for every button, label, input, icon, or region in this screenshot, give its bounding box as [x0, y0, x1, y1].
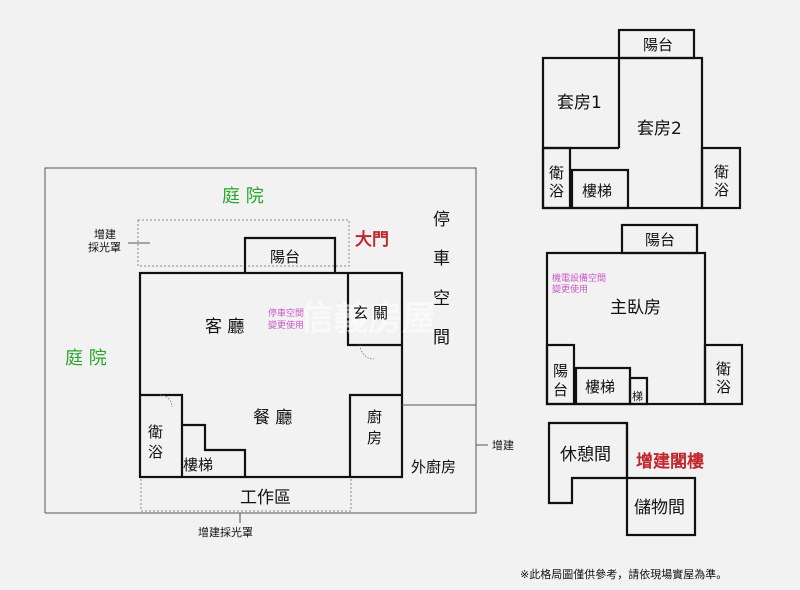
- f3-bath-label-1: 衛: [716, 360, 731, 378]
- site-boundary: [44, 167, 477, 513]
- parking-label-1: 停: [433, 210, 450, 230]
- bath-label-2: 浴: [148, 443, 163, 461]
- skylight-left-label-1: 增建: [94, 227, 116, 241]
- f3-small-stairs-walls: [628, 376, 649, 406]
- f3-small-stairs-label: 梯: [632, 390, 643, 403]
- f2-bath-left-label-2: 浴: [549, 182, 564, 200]
- kitchen-walls: [348, 393, 402, 477]
- skylight-left-label-2: 採光罩: [88, 240, 121, 254]
- f2-bath-right-label-2: 浴: [714, 181, 729, 199]
- f3-note-1: 機電設備空間: [552, 272, 606, 284]
- main-house-walls: [138, 271, 404, 479]
- f3-stairs-label: 樓梯: [585, 378, 615, 396]
- balcony-walls: [243, 236, 337, 273]
- kitchen-label-1: 廚: [367, 408, 382, 426]
- living-room-label: 客 廳: [205, 317, 244, 337]
- f2-suite1-label: 套房1: [557, 93, 602, 113]
- attic-lounge-label: 休憩間: [560, 445, 611, 465]
- attic-floor: [547, 421, 697, 537]
- f3-side-balcony-walls: [545, 343, 576, 406]
- extension-label: 增建: [492, 438, 514, 452]
- bath-label-1: 衛: [148, 423, 163, 441]
- entry-door-swing: [359, 344, 375, 360]
- stairs-walls: [182, 423, 247, 477]
- outer-kitchen-label: 外廚房: [411, 458, 456, 476]
- living-note-2: 變更使用: [268, 319, 304, 331]
- f3-bath-walls: [703, 343, 744, 406]
- entry-label-1: 玄: [353, 304, 368, 322]
- outer-kitchen-walls: [352, 404, 477, 514]
- f3-balcony-label: 陽台: [645, 231, 675, 249]
- f2-stairs-label: 樓梯: [582, 182, 612, 200]
- parking-label-2: 車: [433, 249, 450, 269]
- courtyard-left-label: 庭 院: [65, 348, 107, 369]
- entry-walls: [346, 273, 402, 347]
- balcony-label: 陽台: [270, 248, 300, 266]
- f2-stairs-walls: [570, 168, 630, 210]
- f3-master-label: 主臥房: [610, 298, 661, 318]
- courtyard-top-label: 庭 院: [222, 186, 264, 207]
- dining-room-label: 餐 廳: [253, 408, 292, 428]
- f3-bath-label-2: 浴: [716, 378, 731, 396]
- attic-storage-walls: [625, 476, 697, 537]
- f2-bath-right-walls: [700, 146, 742, 210]
- f2-bath-right-label-1: 衛: [714, 163, 729, 181]
- living-note-1: 停車空間: [268, 307, 304, 319]
- bath-door-swing: [159, 394, 173, 408]
- main-door-label: 大門: [355, 229, 389, 250]
- skylight-bottom-label: 增建採光罩: [198, 525, 253, 539]
- third-floor: [545, 223, 744, 406]
- f2-bath-left-label-1: 衛: [549, 164, 564, 182]
- f2-bath-left-walls: [541, 146, 572, 210]
- ground-floor: [44, 167, 488, 523]
- f2-balcony-label: 陽台: [643, 36, 673, 54]
- entry-label-2: 關: [373, 304, 388, 322]
- disclaimer-text: ※此格局圖僅供參考，請依現場實屋為準。: [520, 567, 727, 581]
- skylight-outline-top: [137, 219, 350, 267]
- bathroom-walls: [140, 393, 184, 477]
- attic-title-label: 增建閣樓: [636, 451, 704, 472]
- watermark: 信義房屋: [300, 299, 436, 339]
- f3-side-balcony-label-1: 陽: [553, 362, 568, 380]
- stairs-label: 樓梯: [183, 456, 213, 474]
- parking-label-3: 空: [433, 289, 450, 309]
- kitchen-label-2: 房: [367, 429, 382, 447]
- f3-note-2: 變更使用: [552, 283, 588, 295]
- f3-side-balcony-label-2: 台: [553, 381, 568, 399]
- f2-suite2-label: 套房2: [637, 119, 682, 139]
- work-area-label: 工作區: [240, 488, 291, 508]
- attic-storage-label: 儲物間: [634, 498, 685, 518]
- parking-label-4: 間: [433, 328, 450, 348]
- second-floor: [541, 28, 742, 210]
